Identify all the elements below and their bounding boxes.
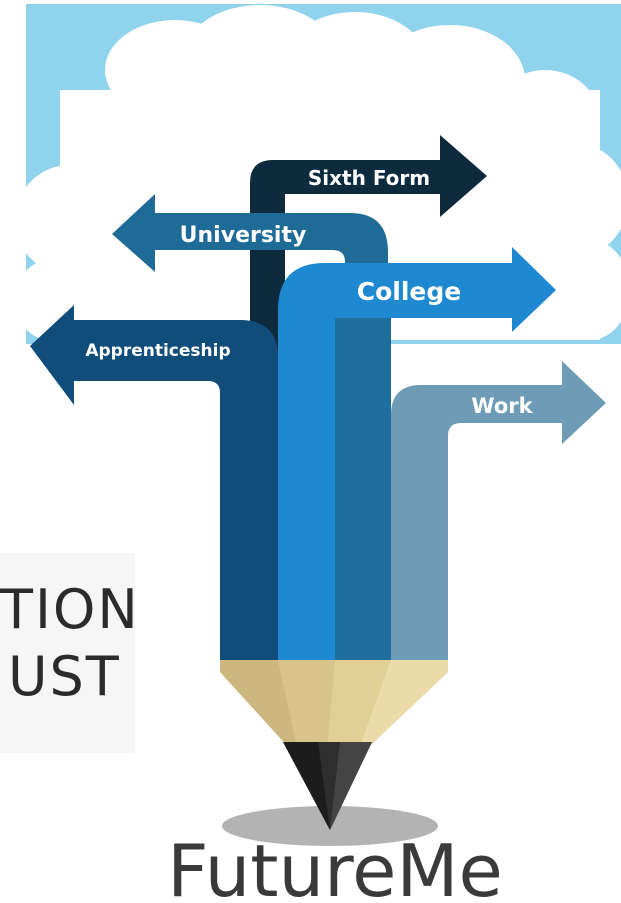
pathway-arrow-work: [391, 361, 606, 660]
pathway-arrow-apprenticeship: [30, 305, 278, 660]
college-label: College: [357, 277, 461, 306]
pencil-lead: [283, 742, 372, 830]
futureme-wordmark: FutureMe: [167, 829, 503, 903]
partner-logo-fragment: TION UST: [0, 553, 140, 753]
university-label: University: [180, 223, 307, 248]
work-label: Work: [471, 394, 533, 418]
sixth-form-label: Sixth Form: [308, 166, 430, 190]
partner-text-line2: UST: [8, 645, 121, 708]
apprenticeship-label: Apprenticeship: [85, 341, 230, 361]
pathway-arrow-university: [112, 194, 388, 360]
pencil-stripe-middle: [335, 318, 391, 660]
pencil-wood: [220, 660, 448, 760]
partner-text-line1: TION: [0, 578, 140, 641]
pathway-arrow-college: [278, 247, 556, 660]
pathway-arrow-sixth-form: [250, 135, 487, 360]
